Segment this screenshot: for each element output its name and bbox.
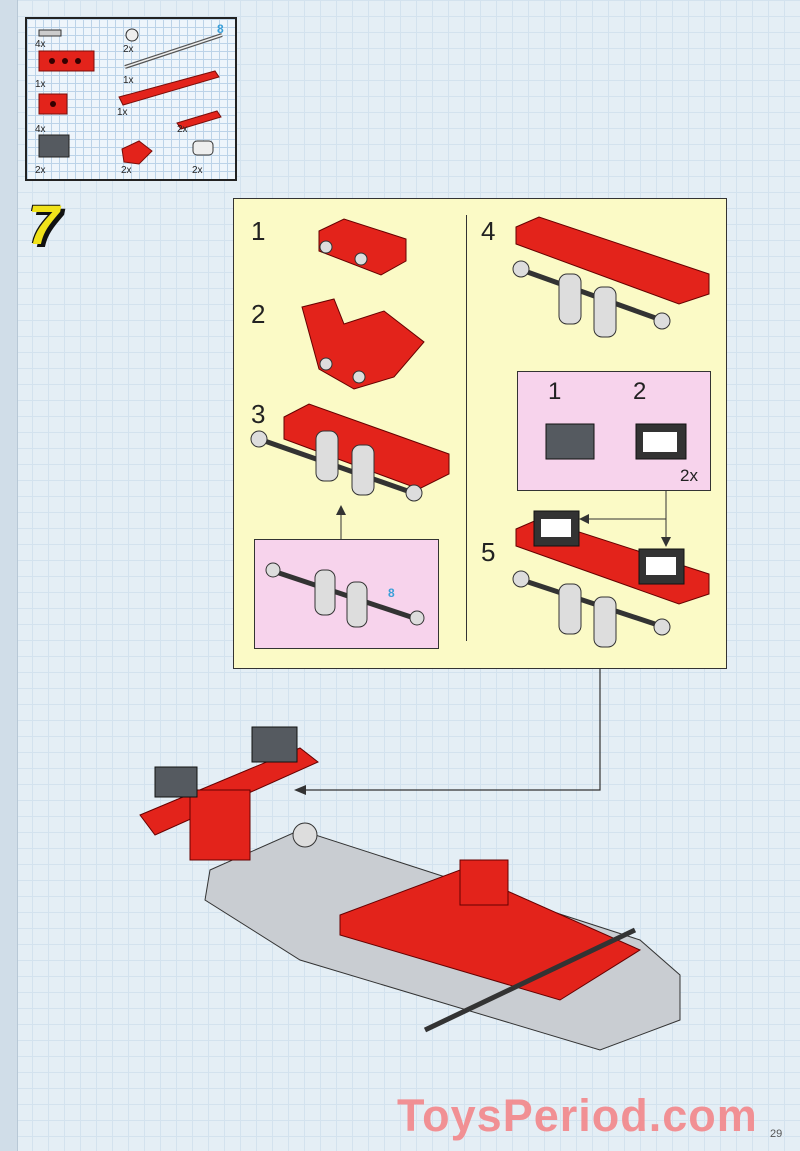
- callout-label: 2: [633, 378, 647, 405]
- page-number: 29: [770, 1128, 783, 1140]
- qty-label: 1x: [117, 107, 128, 118]
- substep5-assembly: [512, 510, 710, 648]
- substep4-assembly: [512, 216, 710, 338]
- cross-block-icon: [192, 140, 214, 156]
- slope-icon: [121, 140, 153, 165]
- axle-subassembly: [265, 562, 425, 628]
- axle-length-label: 8: [388, 586, 395, 600]
- plate-1x3-icon: [176, 110, 222, 130]
- watermark: ToysPeriod.com: [397, 1090, 758, 1141]
- qty-label: 1x: [35, 79, 46, 90]
- substep-panel: 1 2 3 4 5 8 1 2 2x: [233, 198, 727, 669]
- qty-label: 1x: [123, 75, 134, 86]
- qty-label: 2x: [192, 165, 203, 176]
- substep3-assembly: [250, 403, 450, 502]
- up-arrow: [336, 505, 346, 539]
- substep-number: 3: [251, 399, 266, 429]
- grey-bricks: [545, 423, 687, 460]
- callout-arrows: [579, 489, 671, 547]
- bush-icon: [125, 28, 139, 42]
- technic-brick-1x4-icon: [38, 50, 95, 72]
- axle-pin-icon: [38, 29, 62, 37]
- substep-number: 2: [251, 299, 266, 329]
- substep-number: 1: [251, 216, 266, 246]
- substep-number: 5: [481, 537, 496, 567]
- axle-length-label: 8: [217, 22, 224, 36]
- grey-brick-icon: [38, 134, 70, 158]
- qty-label: 4x: [35, 124, 46, 135]
- qty-label: 2x: [680, 466, 698, 485]
- qty-label: 2x: [123, 44, 134, 55]
- page-margin: [0, 0, 18, 1151]
- parts-list-box: 4x 2x 1x 1x 8 1x 4x 2x 2x 2x 2x: [25, 17, 237, 181]
- qty-label: 2x: [35, 165, 46, 176]
- technic-brick-1x2-icon: [38, 93, 68, 115]
- panel-divider: [466, 215, 467, 641]
- substep1-assembly: [318, 218, 407, 276]
- substep-number: 4: [481, 216, 496, 246]
- plate-1x8-icon: [118, 70, 220, 106]
- brick-callout: 1 2 2x: [517, 371, 711, 491]
- substep-illustrations: [250, 216, 710, 648]
- qty-label: 4x: [35, 39, 46, 50]
- qty-label: 2x: [177, 124, 188, 135]
- subassembly-callout: 8: [254, 539, 439, 649]
- parts-illustrations: [38, 28, 223, 165]
- step-number: 7: [28, 193, 60, 256]
- qty-label: 2x: [121, 165, 132, 176]
- substep2-assembly: [301, 298, 425, 390]
- axle-icon: [124, 33, 223, 69]
- callout-label: 1: [548, 378, 562, 405]
